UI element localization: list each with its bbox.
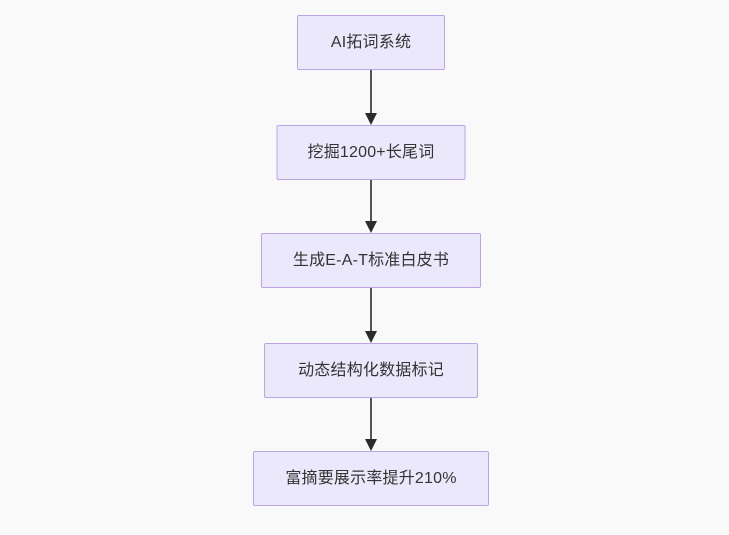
- edge-node2-node3: [365, 180, 377, 233]
- flowchart-node-generate-eat-whitepaper[interactable]: 生成E-A-T标准白皮书: [261, 233, 481, 288]
- node-label: 生成E-A-T标准白皮书: [292, 251, 450, 269]
- flowchart-node-dynamic-structured-data-markup[interactable]: 动态结构化数据标记: [264, 343, 478, 398]
- edge-node4-node5: [365, 398, 377, 451]
- node-label: 挖掘1200+长尾词: [307, 143, 435, 161]
- node-label: 富摘要展示率提升210%: [285, 469, 457, 487]
- node-label: 动态结构化数据标记: [298, 361, 444, 379]
- flowchart-node-ai-keyword-system[interactable]: AI拓词系统: [297, 15, 445, 70]
- flowchart-node-rich-snippet-rate-increase[interactable]: 富摘要展示率提升210%: [253, 451, 489, 506]
- edge-node1-node2: [365, 70, 377, 125]
- edge-node3-node4: [365, 288, 377, 343]
- node-label: AI拓词系统: [330, 33, 412, 51]
- flowchart-node-mine-longtail-keywords[interactable]: 挖掘1200+长尾词: [276, 125, 466, 180]
